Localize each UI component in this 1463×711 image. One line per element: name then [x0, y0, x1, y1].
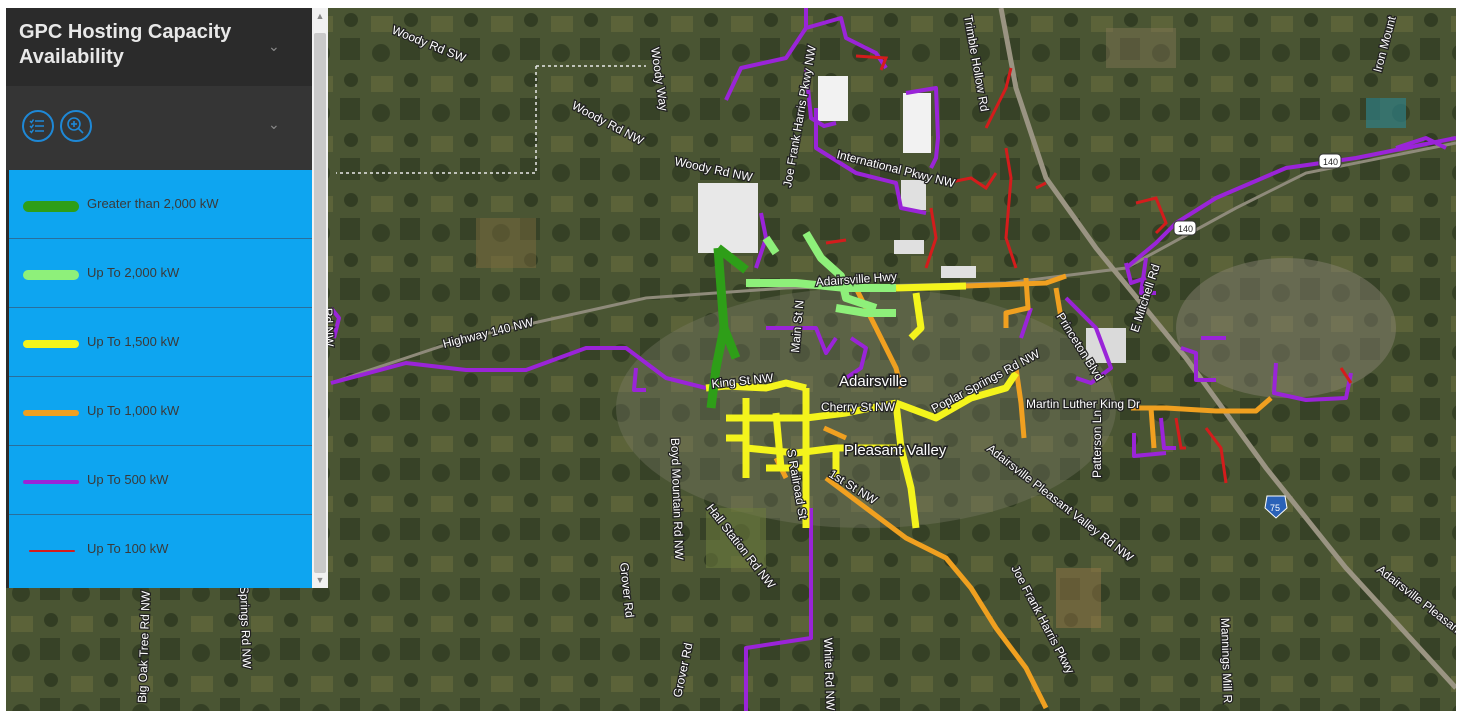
building — [903, 93, 931, 153]
road-label-mlk-dr: Martin Luther King Dr — [1026, 397, 1140, 411]
legend-swatch — [23, 270, 79, 280]
field — [706, 508, 766, 568]
place-label-adairsville: Adairsville — [839, 373, 907, 390]
legend-item: Up To 500 kW — [9, 446, 312, 515]
legend-swatch — [23, 480, 79, 484]
field — [476, 218, 536, 268]
legend-item: Up To 1,500 kW — [9, 308, 312, 377]
us-140-shield: 140 — [1318, 153, 1342, 169]
road-label-big-oak-tree: Big Oak Tree Rd NW — [135, 590, 153, 703]
road-label-mannings-mill: Mannings Mill R — [1218, 618, 1235, 704]
zoom-to-icon[interactable] — [60, 110, 92, 142]
place-label-pleasant-valley: Pleasant Valley — [844, 442, 947, 459]
legend-label: Up To 2,000 kW — [87, 265, 180, 280]
field — [1106, 28, 1176, 68]
panel-title: GPC Hosting Capacity Availability — [19, 21, 232, 68]
shield-label: 140 — [1178, 224, 1193, 234]
capacity-lines-over-2000kw — [706, 244, 749, 409]
legend-list: Greater than 2,000 kW Up To 2,000 kW Up … — [9, 170, 312, 588]
legend-item: Up To 1,000 kW — [9, 377, 312, 446]
pond — [1366, 98, 1406, 128]
us-140-shield: 140 — [1173, 220, 1197, 236]
legend-label: Up To 100 kW — [87, 541, 169, 556]
road-label-springs-rd: Springs Rd NW — [237, 586, 254, 670]
building — [698, 183, 758, 253]
capacity-lines-500kw — [329, 8, 1456, 711]
legend-item: Greater than 2,000 kW — [9, 170, 312, 239]
legend-label: Up To 1,000 kW — [87, 403, 180, 418]
legend-item: Up To 2,000 kW — [9, 239, 312, 308]
shield-label: 75 — [1270, 503, 1280, 513]
road-label-main-st: Main St N — [788, 300, 807, 354]
road-label-adairsville-hwy: Adairsville Hwy — [815, 269, 897, 289]
capacity-lines-2000kw — [746, 230, 896, 317]
interstate-75-shield: 75 — [1264, 495, 1288, 519]
legend-label: Up To 500 kW — [87, 472, 169, 487]
road-label-white-rd: White Rd NW — [821, 638, 838, 711]
capacity-lines-100kw — [825, 54, 1353, 484]
legend-panel: GPC Hosting Capacity Availability ⌄ ⌄ — [6, 8, 328, 588]
scroll-thumb[interactable] — [314, 33, 326, 573]
chevron-down-icon[interactable]: ⌄ — [268, 116, 280, 132]
road-label-patterson-ln: Patterson Ln — [1090, 410, 1104, 478]
building — [818, 76, 848, 121]
layer-list-icon[interactable] — [22, 110, 54, 142]
legend-toolbar: ⌄ — [6, 86, 312, 170]
scroll-up-arrow-icon[interactable]: ▲ — [315, 11, 325, 21]
interstate-75 — [998, 8, 1456, 690]
legend-item: Up To 100 kW — [9, 515, 312, 584]
field — [1056, 568, 1101, 628]
building — [941, 266, 976, 278]
quarry-area — [1176, 258, 1396, 398]
boundary-line — [336, 66, 537, 174]
road-label-boyd-mountain: Boyd Mountain Rd NW — [668, 438, 686, 561]
road-label-cherry-st: Cherry St NW — [821, 400, 896, 414]
building — [894, 240, 924, 254]
legend-swatch — [23, 410, 79, 416]
building — [901, 180, 926, 210]
panel-scrollbar[interactable]: ▲ ▼ — [312, 8, 328, 588]
panel-header[interactable]: GPC Hosting Capacity Availability ⌄ — [6, 8, 312, 86]
scroll-down-arrow-icon[interactable]: ▼ — [315, 575, 325, 585]
legend-label: Up To 1,500 kW — [87, 334, 180, 349]
legend-swatch — [23, 201, 79, 212]
map-view[interactable]: Woody Rd SW Woody Rd NW Woody Rd NW Wood… — [6, 8, 1456, 711]
legend-swatch — [29, 550, 75, 552]
capacity-lines-1500kw — [705, 282, 1019, 529]
legend-label: Greater than 2,000 kW — [87, 196, 219, 211]
shield-label: 140 — [1323, 157, 1338, 167]
chevron-down-icon[interactable]: ⌄ — [268, 38, 280, 54]
legend-swatch — [23, 340, 79, 348]
road-label-grover-rd: Grover Rd — [617, 562, 637, 619]
